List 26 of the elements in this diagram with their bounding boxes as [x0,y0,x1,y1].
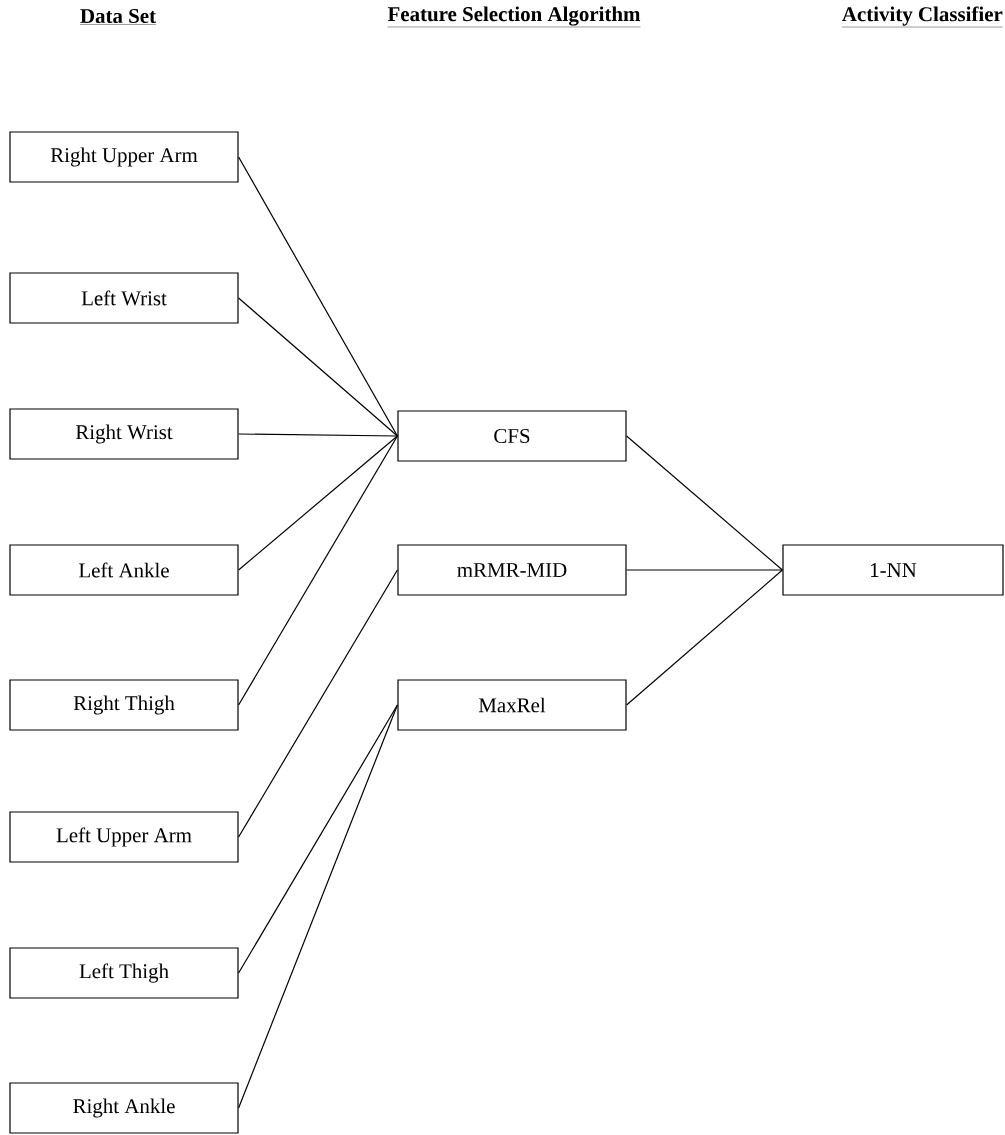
box: Left Upper Arm [9,811,239,863]
connector-line [238,435,398,571]
box: Right Thigh [9,679,239,731]
connector-line [238,156,398,437]
connector-line [238,433,398,437]
box: MaxRel [397,679,627,731]
connector-line [238,435,398,706]
box: mRMR-MID [397,544,627,596]
box: 1-NN [782,544,1004,596]
connector-line [626,435,783,571]
connector-line [238,569,398,838]
column-heading: Feature Selection Algorithm [387,6,641,28]
connector-line [626,569,783,706]
box: Right Ankle [9,1082,239,1134]
box: Left Thigh [9,947,239,999]
box: Left Ankle [9,544,239,596]
box: CFS [397,410,627,462]
column-heading: Activity Classifier [841,6,1003,28]
box: Right Wrist [9,408,239,460]
connector-line [238,297,398,437]
column-heading: Data Set [79,9,157,25]
connector-line [238,704,398,1109]
connector-line [626,569,783,571]
connector-line [238,704,398,974]
box: Right Upper Arm [9,131,239,183]
box: Left Wrist [9,272,239,324]
